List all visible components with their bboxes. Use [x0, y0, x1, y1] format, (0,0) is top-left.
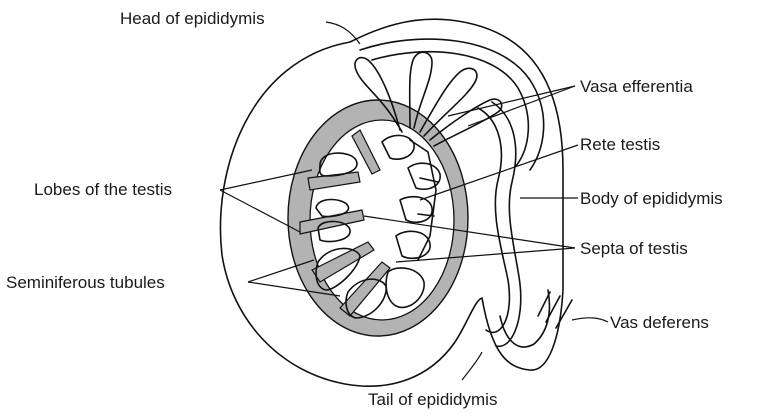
label-head-of-epididymis: Head of epididymis	[120, 9, 265, 28]
leader-tail	[462, 352, 482, 380]
label-septa-of-testis: Septa of testis	[580, 239, 688, 258]
label-seminiferous-tubules: Seminiferous tubules	[6, 273, 165, 292]
leader-head	[326, 22, 360, 44]
label-body-of-epididymis: Body of epididymis	[580, 189, 723, 208]
label-tail-of-epididymis: Tail of epididymis	[368, 390, 497, 409]
label-vasa-efferentia: Vasa efferentia	[580, 77, 693, 96]
label-lobes-of-the-testis: Lobes of the testis	[34, 180, 172, 199]
label-rete-testis: Rete testis	[580, 135, 660, 154]
label-vas-deferens: Vas deferens	[610, 313, 709, 332]
vas-deferens	[538, 292, 572, 328]
leader-vas	[572, 318, 608, 322]
